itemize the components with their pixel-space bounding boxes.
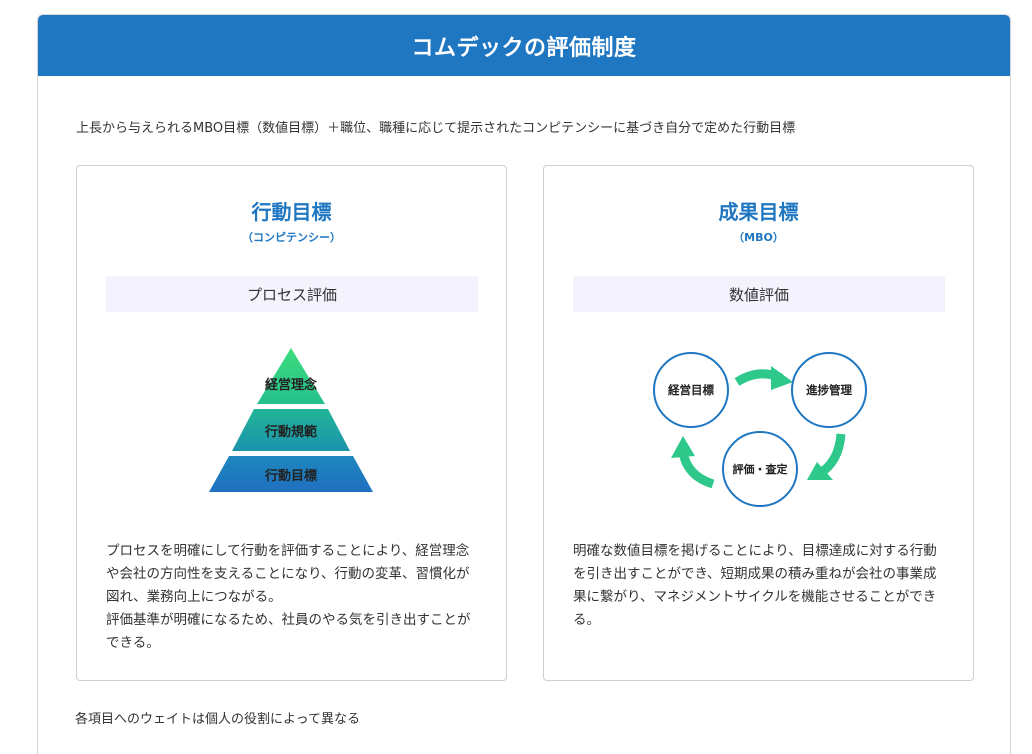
description-paragraph: 明確な数値目標を掲げることにより、目標達成に対する行動を引き出すことができ、短期… [573, 543, 937, 628]
card-description: 明確な数値目標を掲げることにより、目標達成に対する行動を引き出すことができ、短期… [573, 540, 945, 632]
evaluation-panel: コムデックの評価制度 上長から与えられるMBO目標（数値目標）＋職位、職種に応じ… [37, 14, 1011, 754]
card-title: 成果目標 [718, 200, 799, 224]
pyramid-middle-tier [232, 409, 350, 451]
behavior-goal-card: 行動目標 （コンピテンシー） プロセス評価 [76, 165, 507, 681]
page-title: コムデックの評価制度 [411, 35, 637, 61]
card-title: 行動目標 [251, 200, 332, 224]
description-paragraph: プロセスを明確にして行動を評価することにより、経営理念や会社の方向性を支えること… [106, 543, 470, 605]
card-subtitle: （コンピテンシー） [242, 231, 341, 244]
weight-note: 各項目へのウェイトは個人の役割によって異なる [75, 712, 360, 727]
pyramid-level-3: 行動目標 [264, 468, 317, 484]
cycle-node-1 [653, 352, 729, 428]
eval-type-label: 数値評価 [728, 285, 789, 304]
intro-text: 上長から与えられるMBO目標（数値目標）＋職位、職種に応じて提示されたコンピテン… [76, 121, 796, 136]
eval-type-label: プロセス評価 [246, 285, 337, 304]
cycle-arrow-right [807, 433, 846, 480]
cycle-arrow-top [734, 366, 793, 390]
cycle-node-3 [722, 431, 798, 507]
cycle-node-2 [791, 352, 867, 428]
result-goal-card: 成果目標 （MBO） 数値評価 経営目標 進捗管理 [543, 165, 974, 681]
pyramid-level-1: 経営理念 [265, 377, 317, 393]
management-cycle-diagram: 経営目標 進捗管理 評価・査定 [653, 352, 867, 507]
cycle-step-3: 評価・査定 [733, 462, 788, 476]
eval-type-box: 数値評価 [573, 276, 945, 312]
cycle-step-2: 進捗管理 [806, 383, 852, 397]
description-paragraph: 評価基準が明確になるため、社員のやる気を引き出すことができる。 [106, 612, 471, 651]
pyramid-bottom-tier [209, 456, 373, 492]
card-subtitle: （MBO） [733, 231, 784, 244]
cycle-arrow-left [671, 436, 715, 489]
panel-header: コムデックの評価制度 [38, 15, 1010, 76]
card-description: プロセスを明確にして行動を評価することにより、経営理念や会社の方向性を支えること… [106, 540, 478, 655]
pyramid-top-tier [257, 348, 325, 404]
eval-type-box: プロセス評価 [106, 276, 478, 312]
cycle-step-1: 経営目標 [668, 383, 714, 397]
pyramid-level-2: 行動規範 [264, 424, 317, 440]
pyramid-diagram: 経営理念 行動規範 行動目標 [209, 348, 373, 492]
